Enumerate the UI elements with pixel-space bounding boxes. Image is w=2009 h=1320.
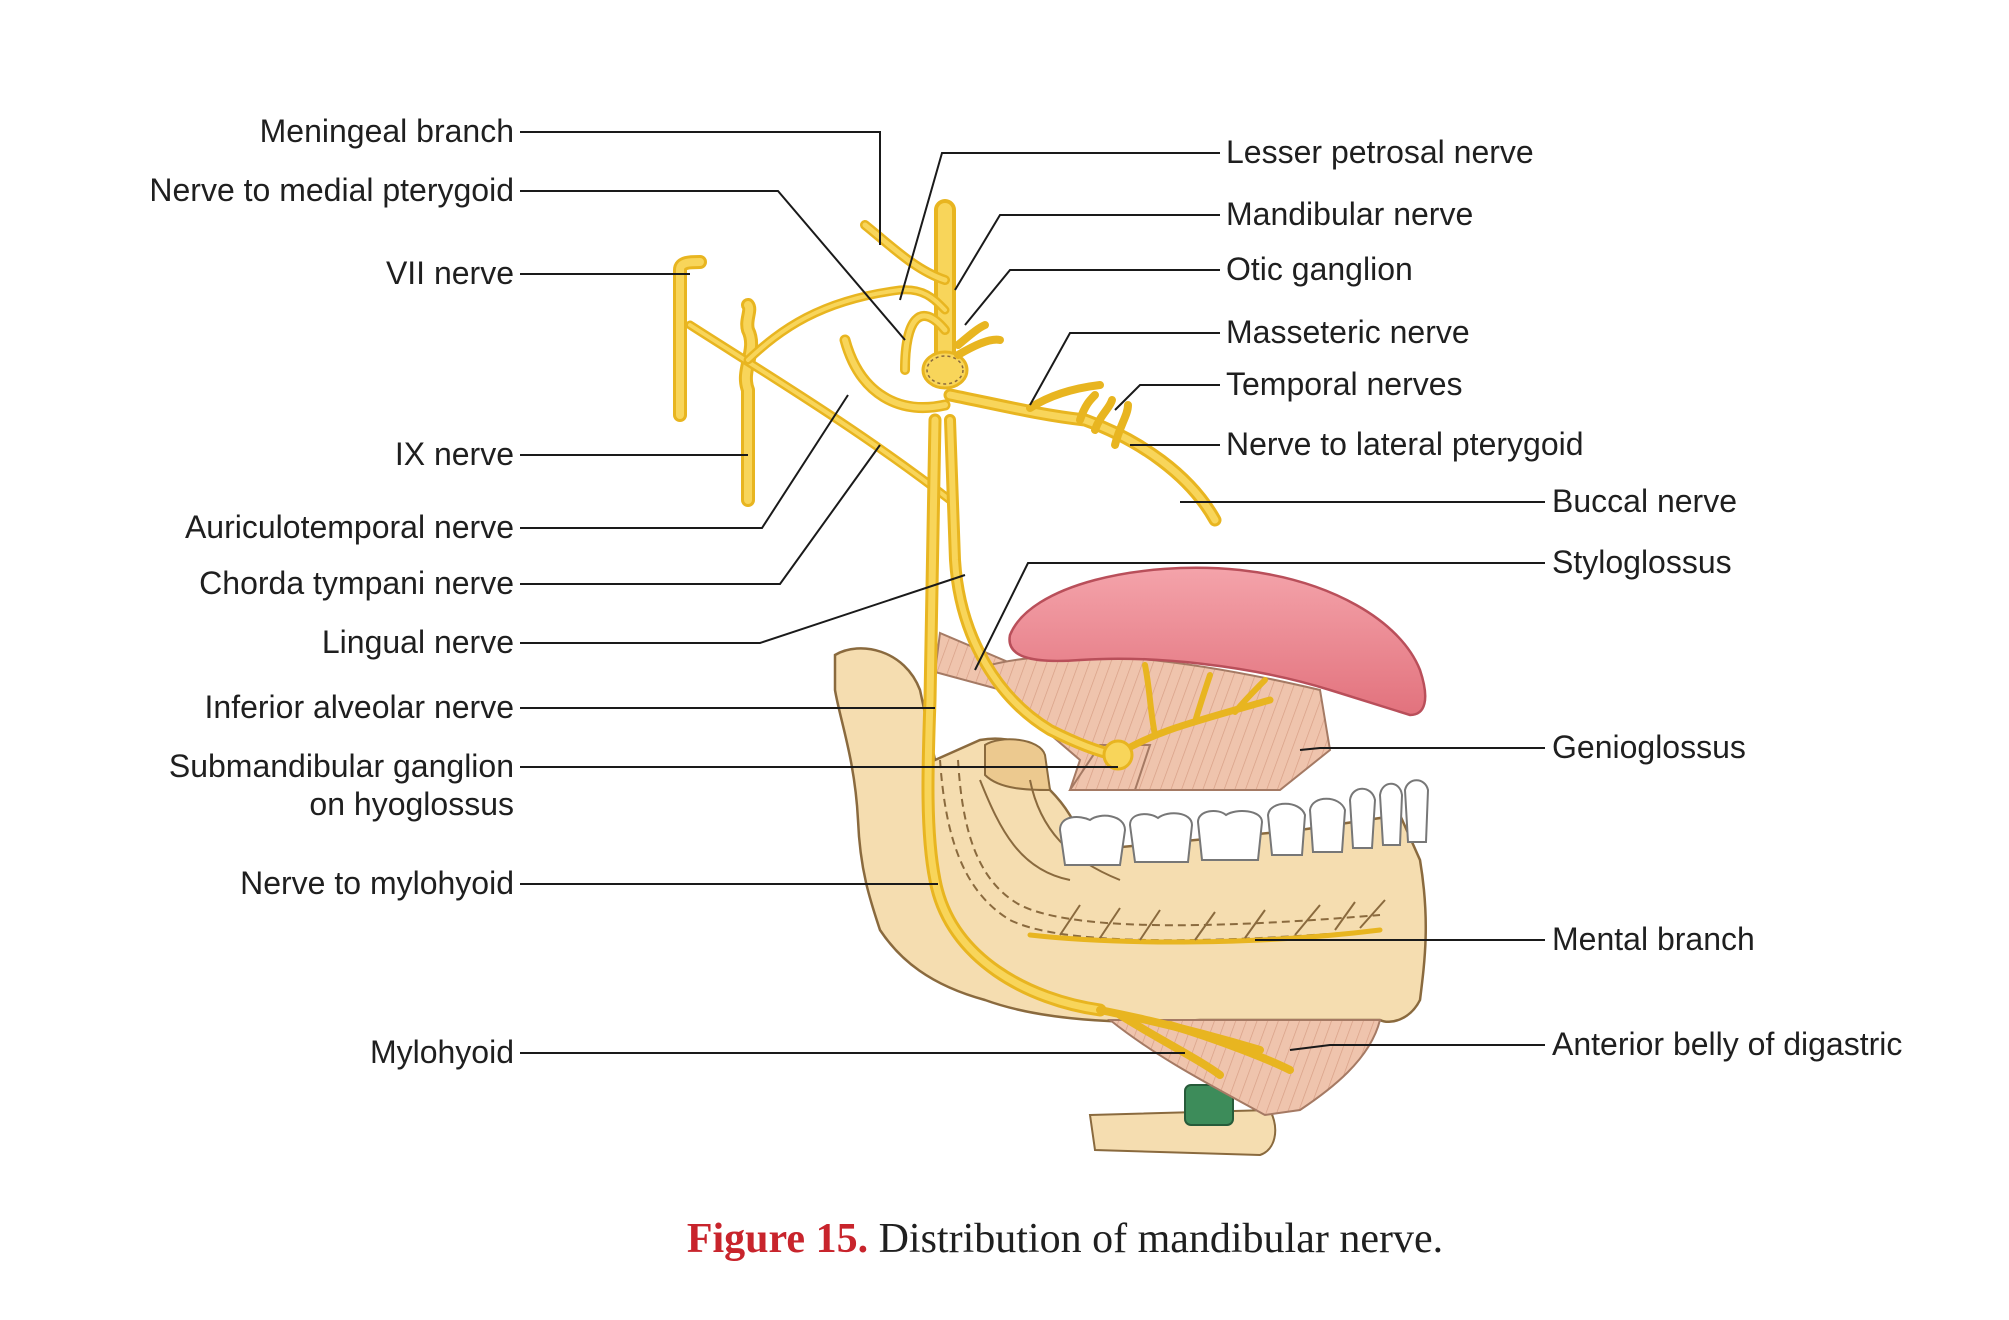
label-temporal-nerves: Temporal nerves bbox=[1226, 366, 1463, 402]
mandible-bone bbox=[833, 647, 1428, 1157]
label-buccal-nerve: Buccal nerve bbox=[1552, 483, 1737, 519]
label-nerve-to-lateral-pterygoid: Nerve to lateral pterygoid bbox=[1226, 426, 1584, 462]
label-lingual-nerve: Lingual nerve bbox=[322, 624, 514, 660]
leader-lines bbox=[520, 131, 1545, 1054]
labels-left: Meningeal branch Nerve to medial pterygo… bbox=[149, 113, 514, 1070]
label-vii-nerve: VII nerve bbox=[386, 255, 514, 291]
label-otic-ganglion: Otic ganglion bbox=[1226, 251, 1413, 287]
figure-caption: Figure 15. Distribution of mandibular ne… bbox=[687, 1216, 1443, 1262]
label-genioglossus: Genioglossus bbox=[1552, 729, 1746, 765]
label-nerve-to-medial-pterygoid: Nerve to medial pterygoid bbox=[149, 172, 514, 208]
label-lesser-petrosal-nerve: Lesser petrosal nerve bbox=[1226, 134, 1534, 170]
tongue bbox=[1008, 566, 1427, 717]
label-mylohyoid: Mylohyoid bbox=[370, 1034, 514, 1070]
label-meningeal-branch: Meningeal branch bbox=[260, 113, 514, 149]
label-masseteric-nerve: Masseteric nerve bbox=[1226, 314, 1470, 350]
label-auriculotemporal-nerve: Auriculotemporal nerve bbox=[185, 509, 514, 545]
caption-text: Distribution of mandibular nerve. bbox=[868, 1216, 1443, 1262]
label-on-hyoglossus: on hyoglossus bbox=[309, 786, 514, 822]
label-chorda-tympani-nerve: Chorda tympani nerve bbox=[199, 565, 514, 601]
label-anterior-belly-of-digastric: Anterior belly of digastric bbox=[1552, 1026, 1902, 1062]
label-mental-branch: Mental branch bbox=[1552, 921, 1755, 957]
label-ix-nerve: IX nerve bbox=[395, 436, 514, 472]
label-mandibular-nerve: Mandibular nerve bbox=[1226, 196, 1473, 232]
label-inferior-alveolar-nerve: Inferior alveolar nerve bbox=[205, 689, 514, 725]
caption-number: Figure 15. bbox=[687, 1216, 868, 1262]
label-styloglossus: Styloglossus bbox=[1552, 544, 1732, 580]
label-submandibular-ganglion: Submandibular ganglion bbox=[169, 748, 514, 784]
label-nerve-to-mylohyoid: Nerve to mylohyoid bbox=[240, 865, 514, 901]
teeth bbox=[1058, 779, 1430, 866]
labels-right: Lesser petrosal nerve Mandibular nerve O… bbox=[1226, 134, 1902, 1062]
